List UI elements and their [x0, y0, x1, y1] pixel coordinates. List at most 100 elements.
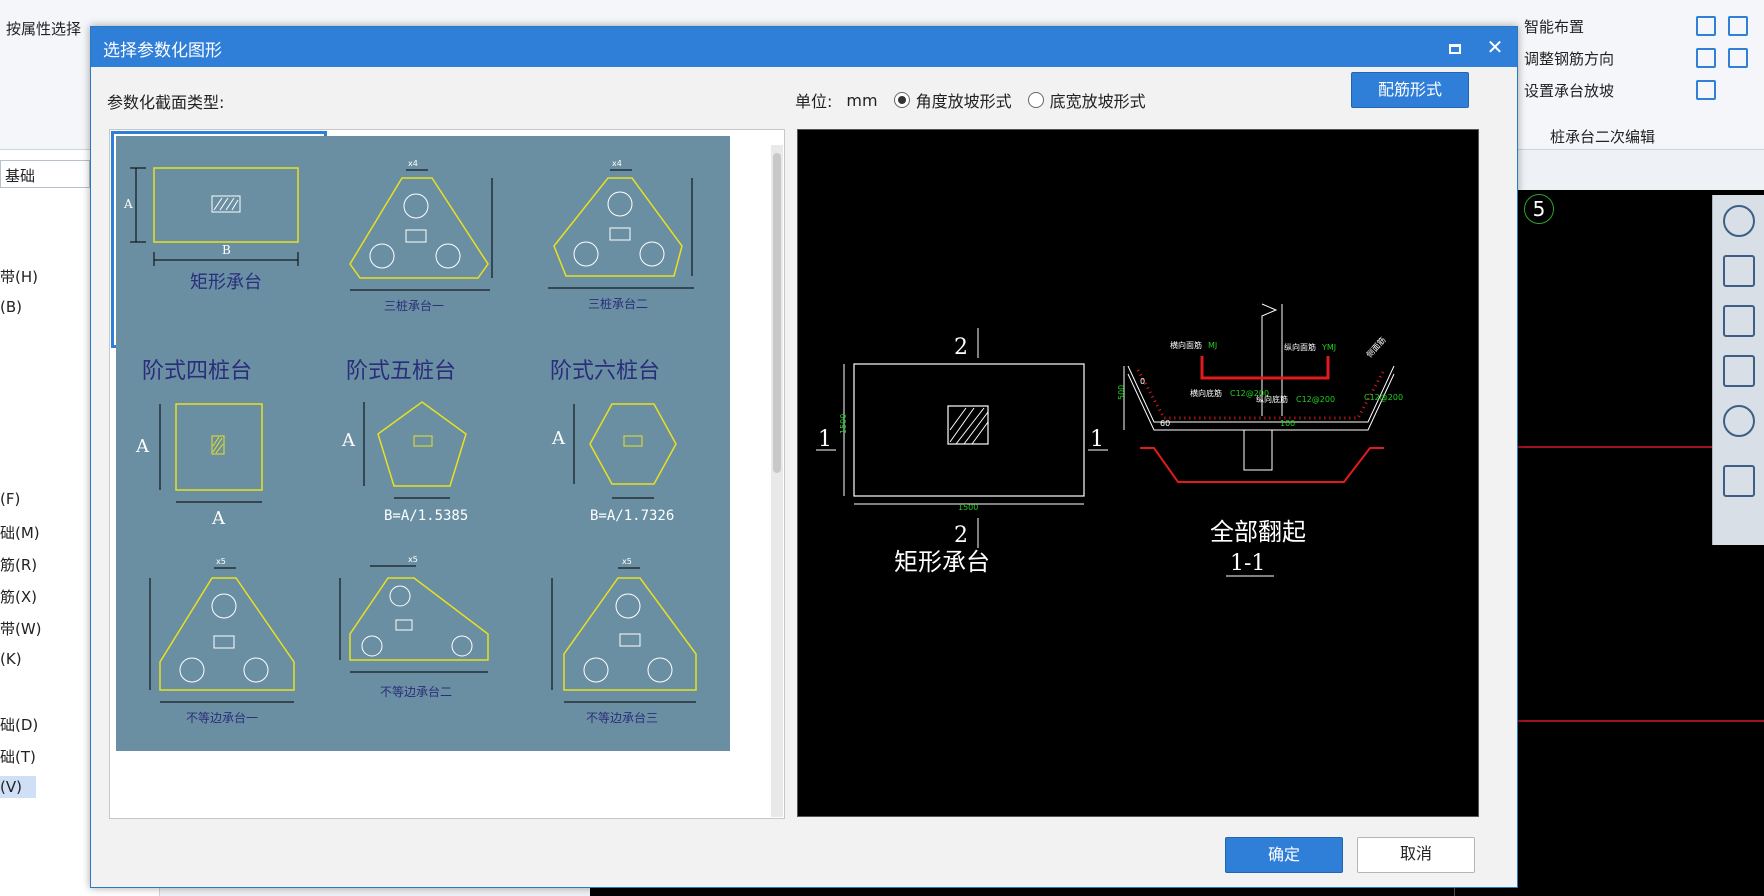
axis-badge: 5: [1524, 194, 1554, 224]
thumb-label: 三桩承台一: [384, 298, 444, 313]
thumb-unequal-cap-2[interactable]: x5 不等边承台二: [320, 544, 526, 751]
unequal-cap-3-diagram: x5 不等边承台三: [551, 557, 697, 725]
annot-transverse-top: 横向面筋: [1170, 340, 1202, 350]
thumb-label: 不等边承台一: [186, 710, 258, 725]
preview-drawing: 2 2 1 1 1500 1500 矩形承台 500 0 60 100: [816, 303, 1403, 577]
three-pile-cap-1-diagram: x4 三桩承台一: [349, 159, 493, 313]
side-number-right: 1: [1090, 427, 1104, 452]
thumb-label: 阶式六桩台: [550, 359, 660, 384]
section-title: 全部翻起: [1210, 518, 1306, 546]
slope-dim: 60: [1160, 419, 1170, 428]
pile-dim: 100: [1280, 419, 1295, 428]
thumb-stepped-six-pile[interactable]: 阶式六桩台 A B=A/1.7326: [524, 340, 730, 547]
bottom-width-slope-radio[interactable]: [1027, 92, 1044, 108]
dim-top-label: x5: [622, 557, 632, 566]
close-icon[interactable]: ✕: [1486, 35, 1504, 59]
smart-layout-button[interactable]: 智能布置: [1524, 18, 1585, 36]
list-item[interactable]: (B): [0, 298, 22, 316]
annot-side: 侧面筋: [1364, 335, 1387, 360]
edit-icon[interactable]: [1696, 16, 1716, 36]
thumb-three-pile-cap-2[interactable]: x4 三桩承台二: [524, 136, 730, 343]
stepped-five-pile-diagram: 阶式五桩台 A B=A/1.5385: [341, 359, 468, 524]
dim-top-label: x5: [216, 557, 226, 566]
thumbnail-grid: A B 矩形承台 x4 三桩承台一: [109, 129, 785, 819]
slope-icon[interactable]: [1696, 80, 1716, 100]
list-item[interactable]: 础(T): [0, 748, 36, 766]
dim-top-label: x4: [408, 159, 418, 168]
grid-view-icon[interactable]: [1723, 465, 1755, 497]
list-item-selected[interactable]: (V): [0, 776, 36, 798]
list-item[interactable]: 筋(X): [0, 588, 37, 606]
angle-slope-radio-label[interactable]: 角度放坡形式: [915, 92, 1012, 111]
side-number-left: 1: [818, 427, 832, 452]
plan-label: 矩形承台: [894, 548, 990, 576]
height-dim: 1500: [839, 414, 848, 434]
ribbon-group-label: 桩承台二次编辑: [1550, 128, 1656, 146]
annot-transverse-bottom: 横向底筋: [1190, 388, 1222, 398]
select-by-property-checkbox[interactable]: 按属性选择: [6, 20, 82, 38]
width-dim: 1500: [958, 503, 978, 512]
unit-label: 单位:: [795, 92, 833, 111]
list-item[interactable]: 础(D): [0, 716, 39, 734]
3d-view-icon[interactable]: [1723, 255, 1755, 287]
list-item[interactable]: 筋(R): [0, 556, 38, 574]
section-number-bottom: 2: [954, 523, 968, 548]
list-item[interactable]: (F): [0, 490, 21, 508]
dim-top-label: x5: [408, 555, 418, 564]
thumb-label: 阶式四桩台: [142, 359, 252, 384]
annot-ymj: YMJ: [1321, 343, 1336, 352]
thumb-unequal-cap-1[interactable]: x5 不等边承台一: [116, 544, 322, 751]
thumb-stepped-five-pile[interactable]: 阶式五桩台 A B=A/1.5385: [320, 340, 526, 547]
unequal-cap-1-diagram: x5 不等边承台一: [149, 557, 295, 725]
orbit-icon[interactable]: [1723, 205, 1755, 237]
ok-button[interactable]: 确定: [1225, 837, 1343, 873]
dim-a-label: A: [135, 436, 150, 457]
cube-icon[interactable]: [1723, 355, 1755, 387]
layer-combo[interactable]: 基础: [0, 160, 90, 188]
thumb-label: 三桩承台二: [588, 296, 648, 311]
shape-preview: 2 2 1 1 1500 1500 矩形承台 500 0 60 100: [797, 129, 1479, 817]
list-item[interactable]: 带(W): [0, 620, 42, 638]
find-icon[interactable]: [1728, 48, 1748, 68]
rotate-icon[interactable]: [1723, 405, 1755, 437]
unit-value: mm: [846, 90, 878, 110]
rebar-spec-3: C12@200: [1364, 393, 1403, 402]
rebar-form-button[interactable]: 配筋形式: [1351, 72, 1469, 108]
rebar-spec-1: C12@200: [1230, 389, 1269, 398]
thumb-label: 不等边承台二: [380, 684, 452, 699]
dim-a-label: A: [123, 197, 133, 211]
list-item[interactable]: 带(H): [0, 268, 38, 286]
maximize-icon[interactable]: [1441, 33, 1469, 61]
thumb-three-pile-cap-1[interactable]: x4 三桩承台一: [320, 136, 526, 343]
adjust-rebar-direction-button[interactable]: 调整钢筋方向: [1524, 50, 1615, 68]
annot-longitudinal-top: 纵向面筋: [1284, 342, 1316, 352]
dim-b-label: A: [211, 508, 226, 529]
depth-dim: 500: [1117, 385, 1126, 400]
annot-mj: MJ: [1208, 341, 1217, 350]
thumb-stepped-four-pile[interactable]: 阶式四桩台 A A: [116, 340, 322, 547]
cancel-button[interactable]: 取消: [1357, 837, 1475, 873]
list-item[interactable]: 础(M): [0, 524, 40, 542]
copy-icon[interactable]: [1728, 16, 1748, 36]
unit-row: 单位: mm 角度放坡形式 底宽放坡形式: [795, 87, 1146, 113]
rebar-spec-2: C12@200: [1296, 395, 1335, 404]
set-cap-slope-button[interactable]: 设置承台放坡: [1524, 82, 1615, 100]
thumb-rect-cap[interactable]: A B 矩形承台: [111, 131, 327, 348]
formula-label: B=A/1.7326: [590, 508, 674, 524]
dialog-titlebar[interactable]: 选择参数化图形 ✕: [91, 27, 1517, 67]
bottom-width-slope-radio-label[interactable]: 底宽放坡形式: [1049, 92, 1146, 111]
thumb-label: 矩形承台: [190, 272, 262, 293]
stepped-four-pile-diagram: 阶式四桩台 A A: [135, 359, 263, 529]
angle-slope-radio[interactable]: [893, 92, 910, 108]
ribbon-pile-cap-edit-group: 智能布置 调整钢筋方向 设置承台放坡 桩承台二次编辑: [1510, 10, 1764, 148]
list-item[interactable]: (K): [0, 650, 22, 668]
box-view-icon[interactable]: [1723, 305, 1755, 337]
select-parametric-shape-dialog: 选择参数化图形 ✕ 参数化截面类型: A B 矩形承台: [90, 26, 1518, 888]
dim-b-label: B: [222, 243, 231, 257]
thumb-unequal-cap-3[interactable]: x5 不等边承台三: [524, 544, 730, 751]
scrollbar-thumb[interactable]: [773, 153, 781, 473]
thumb-label: 不等边承台三: [586, 710, 658, 725]
thumb-label: 阶式五桩台: [346, 359, 456, 384]
thumbnail-scrollbar[interactable]: [771, 145, 783, 817]
align-icon[interactable]: [1696, 48, 1716, 68]
